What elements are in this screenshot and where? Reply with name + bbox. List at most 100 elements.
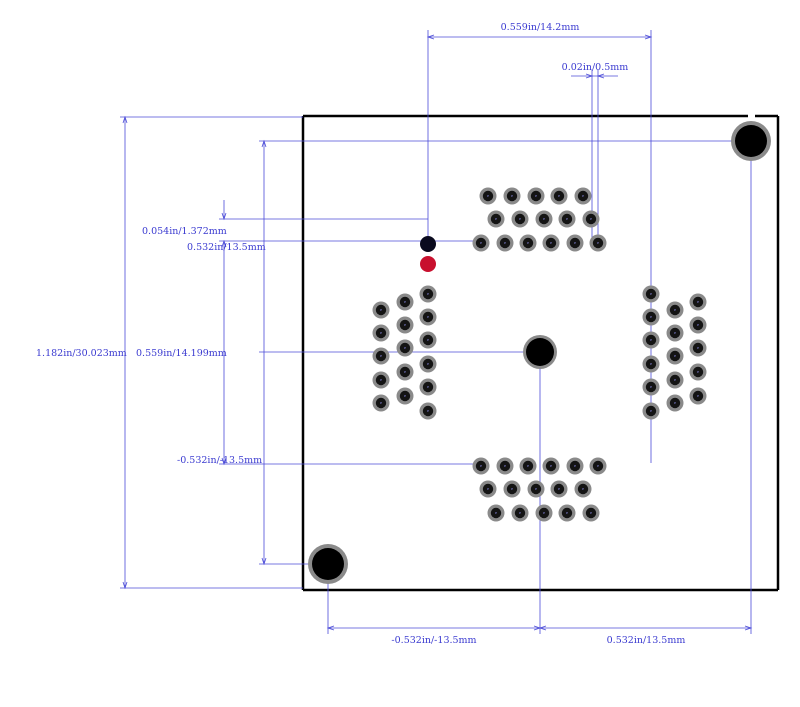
pin-label: P	[597, 241, 599, 245]
pin-label: P	[566, 511, 568, 515]
pin-label: P	[550, 464, 552, 468]
dim-bottom-left: -0.532in/-13.5mm	[391, 635, 476, 646]
pin: P	[666, 301, 684, 319]
pin-label: P	[558, 194, 560, 198]
pin-label: P	[404, 394, 406, 398]
pin: P	[542, 234, 560, 252]
pin-label: P	[697, 394, 699, 398]
pin-label: P	[427, 292, 429, 296]
pin: P	[503, 187, 521, 205]
pin-label: P	[558, 487, 560, 491]
pin: P	[689, 387, 707, 405]
pin: P	[535, 504, 553, 522]
pin: P	[550, 480, 568, 498]
pin: P	[472, 234, 490, 252]
pin: P	[666, 347, 684, 365]
pin-label: P	[674, 378, 676, 382]
pin: P	[396, 339, 414, 357]
pin: P	[642, 331, 660, 349]
pin-label: P	[380, 401, 382, 405]
dim-bottom-right: 0.532in/13.5mm	[607, 635, 686, 646]
pin-label: P	[535, 487, 537, 491]
mounting-holes	[308, 121, 771, 584]
pin: P	[419, 308, 437, 326]
pin: P	[479, 187, 497, 205]
pin: P	[566, 457, 584, 475]
pin-label: P	[674, 308, 676, 312]
pin: P	[642, 402, 660, 420]
pin-label: P	[504, 464, 506, 468]
pin: P	[503, 480, 521, 498]
pin-label: P	[404, 323, 406, 327]
dim-pad-pitch: 0.02in/0.5mm	[562, 62, 629, 73]
pin-label: P	[519, 511, 521, 515]
pin-label: P	[582, 194, 584, 198]
pin-label: P	[380, 378, 382, 382]
pin-label: P	[697, 323, 699, 327]
pin-label: P	[650, 385, 652, 389]
board-outline	[301, 114, 780, 592]
pin-label: P	[511, 194, 513, 198]
dim-bottom-row-y: -0.532in/-13.5mm	[177, 455, 262, 466]
pin-label: P	[519, 217, 521, 221]
pin: P	[582, 210, 600, 228]
pin-label: P	[427, 385, 429, 389]
pin: P	[496, 457, 514, 475]
pin: P	[519, 234, 537, 252]
pin: P	[372, 301, 390, 319]
marker-black	[420, 236, 436, 252]
pin: P	[558, 210, 576, 228]
pin: P	[642, 378, 660, 396]
pin-label: P	[487, 194, 489, 198]
pin: P	[689, 363, 707, 381]
pin-label: P	[697, 346, 699, 350]
pin: P	[519, 457, 537, 475]
pin: P	[542, 457, 560, 475]
pin: P	[372, 371, 390, 389]
pin-label: P	[427, 338, 429, 342]
pin: P	[396, 387, 414, 405]
pin-label: P	[574, 464, 576, 468]
pin-label: P	[650, 409, 652, 413]
pin: P	[496, 234, 514, 252]
pin-label: P	[650, 292, 652, 296]
pin-label: P	[582, 487, 584, 491]
pin-label: P	[487, 487, 489, 491]
pin: P	[582, 504, 600, 522]
pin-label: P	[427, 409, 429, 413]
pin-label: P	[650, 362, 652, 366]
pin: P	[666, 394, 684, 412]
dimension-lines	[120, 30, 753, 634]
pin-label: P	[380, 331, 382, 335]
pin-label: P	[674, 354, 676, 358]
pin-label: P	[535, 194, 537, 198]
pin-label: P	[427, 315, 429, 319]
marker-red	[420, 256, 436, 272]
pin: P	[527, 480, 545, 498]
pin: P	[472, 457, 490, 475]
pin: P	[396, 293, 414, 311]
pin: P	[550, 187, 568, 205]
pin-label: P	[650, 315, 652, 319]
pin-label: P	[697, 370, 699, 374]
pin-label: P	[404, 300, 406, 304]
pin-label: P	[650, 338, 652, 342]
pin-label: P	[674, 401, 676, 405]
pin: P	[689, 293, 707, 311]
pin: P	[535, 210, 553, 228]
pin: P	[589, 457, 607, 475]
pin: P	[666, 371, 684, 389]
dim-left-height: 1.182in/30.023mm	[36, 348, 127, 359]
pin-label: P	[495, 511, 497, 515]
pin: P	[419, 378, 437, 396]
pin: P	[396, 363, 414, 381]
pin-label: P	[380, 354, 382, 358]
pin-label: P	[480, 464, 482, 468]
dim-top-width: 0.559in/14.2mm	[501, 22, 580, 33]
pin: P	[372, 347, 390, 365]
pin-label: P	[527, 241, 529, 245]
pin-label: P	[380, 308, 382, 312]
pin: P	[527, 187, 545, 205]
pin: P	[574, 480, 592, 498]
pin: P	[558, 504, 576, 522]
